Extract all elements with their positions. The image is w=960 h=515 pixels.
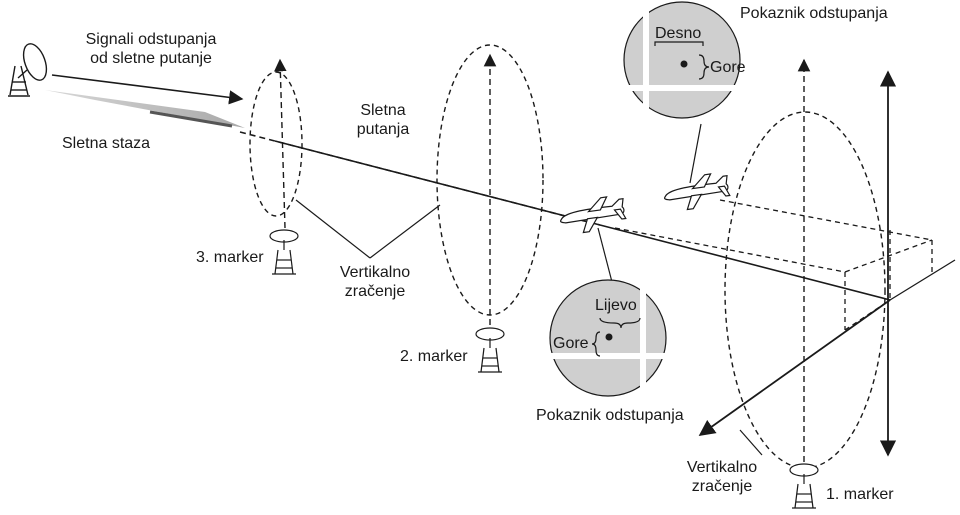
indicator-top-title: Pokaznik odstupanja: [740, 5, 888, 22]
marker-1-station-icon: [789, 463, 819, 509]
marker-2-station-icon: [475, 327, 505, 373]
indicator-top-gore: Gore: [710, 59, 746, 76]
indicator-bottom-title: Pokaznik odstupanja: [536, 407, 684, 424]
aircraft-high-icon: [663, 173, 731, 211]
marker-3-lobe: [249, 58, 303, 229]
marker-2-label: 2. marker: [400, 348, 468, 365]
marker-3-label: 3. marker: [196, 249, 264, 266]
signals-label: Signali odstupanja od sletne putanje: [85, 31, 217, 67]
indicator-top-desno: Desno: [655, 25, 702, 42]
marker-2-lobe: [436, 44, 544, 325]
deviation-axes: [698, 70, 897, 457]
corridor-edge: [889, 259, 956, 301]
vertical-radiation-bottom-label: Vertikalno zračenje: [686, 459, 758, 495]
indicator-top: [623, 1, 741, 119]
vertical-radiation-mid-label: Vertikalno zračenje: [339, 264, 411, 300]
aircraft-low-icon: [559, 196, 627, 234]
runway: [45, 90, 245, 128]
indicator-bottom-leader: [597, 227, 613, 283]
indicator-bottom-dot: [605, 333, 613, 341]
indicator-bottom-gore: Gore: [553, 335, 589, 352]
marker-3-station-icon: [269, 229, 299, 275]
glide-path-label: Sletna putanja: [356, 102, 410, 138]
indicator-top-leader: [689, 123, 702, 184]
marker-1-label: 1. marker: [826, 486, 894, 503]
signals-arrow: [51, 74, 244, 105]
localizer-antenna-icon: [8, 43, 48, 97]
vertical-radiation-leader-bottom: [739, 429, 763, 456]
vertical-radiation-leaders: [295, 199, 441, 259]
indicator-top-dot: [680, 60, 688, 68]
runway-label: Sletna staza: [62, 135, 151, 152]
indicator-bottom-lijevo: Lijevo: [595, 297, 637, 314]
indicator-bottom: [549, 279, 667, 397]
